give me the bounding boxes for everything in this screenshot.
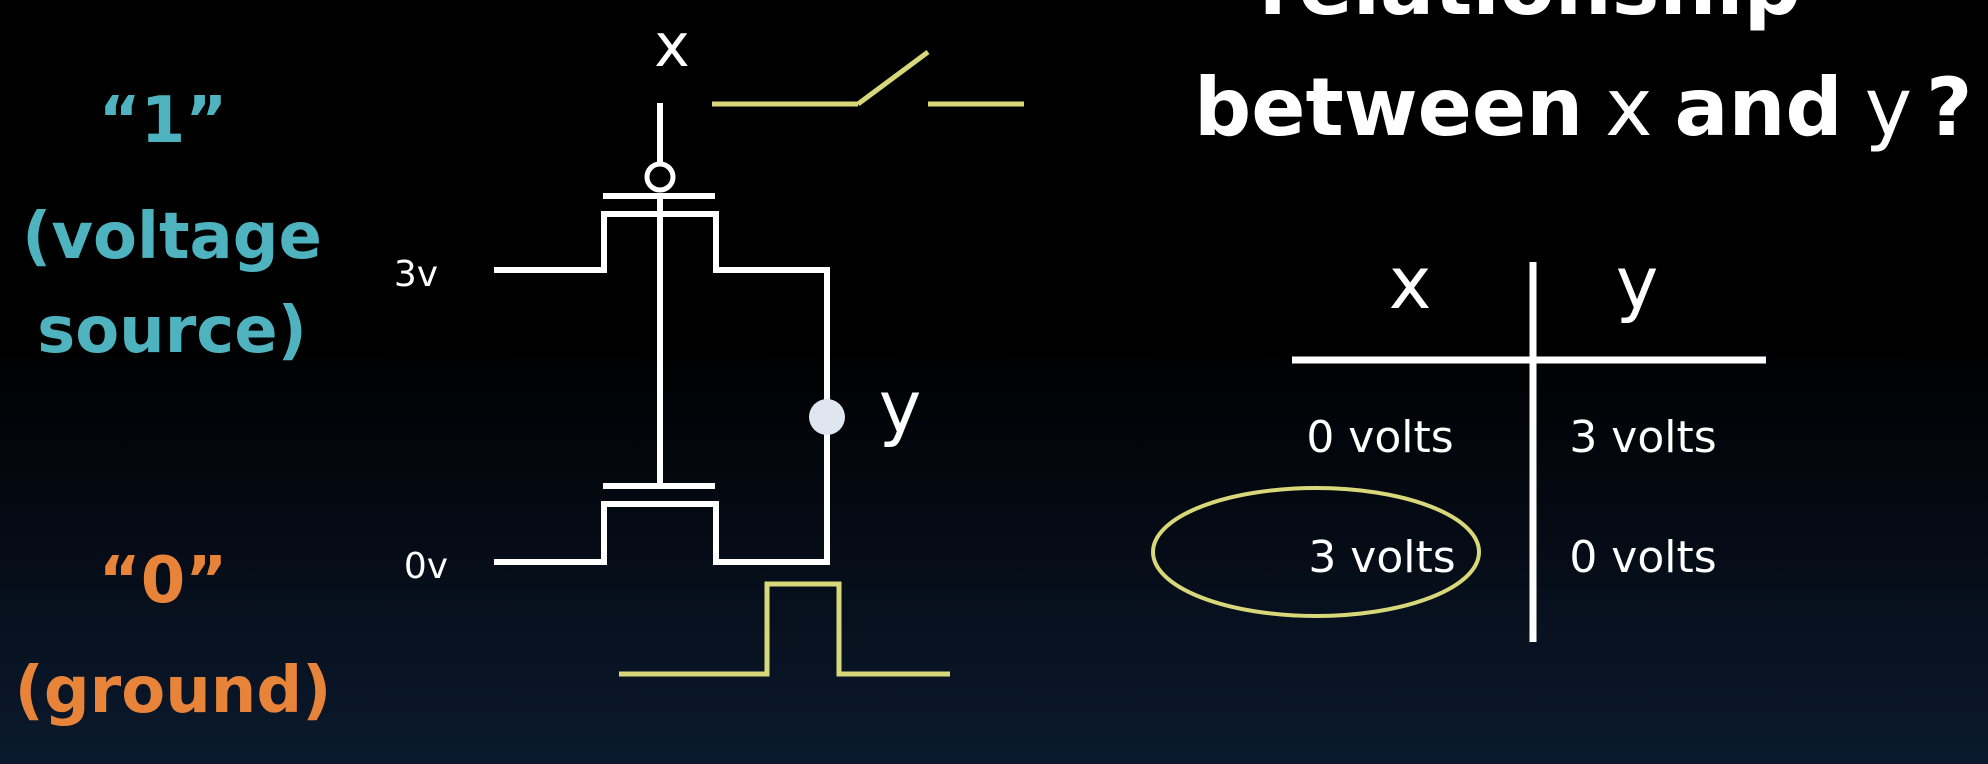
title-var-x: x xyxy=(1605,61,1652,154)
title-and: and xyxy=(1674,61,1842,154)
nmos-transistor-path xyxy=(494,501,830,565)
title-between: between xyxy=(1194,61,1583,154)
title-line1: relationship xyxy=(1259,0,1801,33)
output-node xyxy=(809,399,845,435)
logic-one-label-group: “1” (voltage source) xyxy=(22,84,322,368)
rail-high-label: 3v xyxy=(394,254,438,295)
table-header-y: y xyxy=(1616,241,1659,325)
logic-zero-symbol: “0” xyxy=(99,544,228,618)
waveforms xyxy=(619,49,1024,677)
table-row2-y: 0 volts xyxy=(1569,532,1716,583)
table-header-x: x xyxy=(1389,241,1432,325)
switch-waveform-lever xyxy=(856,49,930,107)
inverter-circuit xyxy=(494,103,845,565)
rail-low-label: 0v xyxy=(404,546,448,587)
table-row2-x: 3 volts xyxy=(1308,532,1455,583)
output-y-label: y xyxy=(879,365,922,449)
logic-one-symbol: “1” xyxy=(99,84,228,158)
input-x-label: x xyxy=(654,11,690,81)
logic-one-line1: (voltage xyxy=(22,200,322,274)
row2-highlight-ellipse xyxy=(1151,486,1481,618)
pmos-inversion-bubble xyxy=(644,161,676,193)
logic-one-line2: source) xyxy=(37,294,307,368)
title-var-y: y xyxy=(1865,61,1912,154)
logic-zero-label-group: “0” (ground) xyxy=(15,544,332,728)
table-row1-x: 0 volts xyxy=(1306,412,1453,463)
truth-table: x y 0 volts 3 volts 3 volts 0 volts xyxy=(1151,241,1766,642)
table-row1-y: 3 volts xyxy=(1569,412,1716,463)
pmos-transistor-path xyxy=(494,211,830,558)
title-question-mark: ? xyxy=(1926,61,1972,154)
pulse-waveform xyxy=(619,581,950,677)
logic-zero-line1: (ground) xyxy=(15,654,332,728)
